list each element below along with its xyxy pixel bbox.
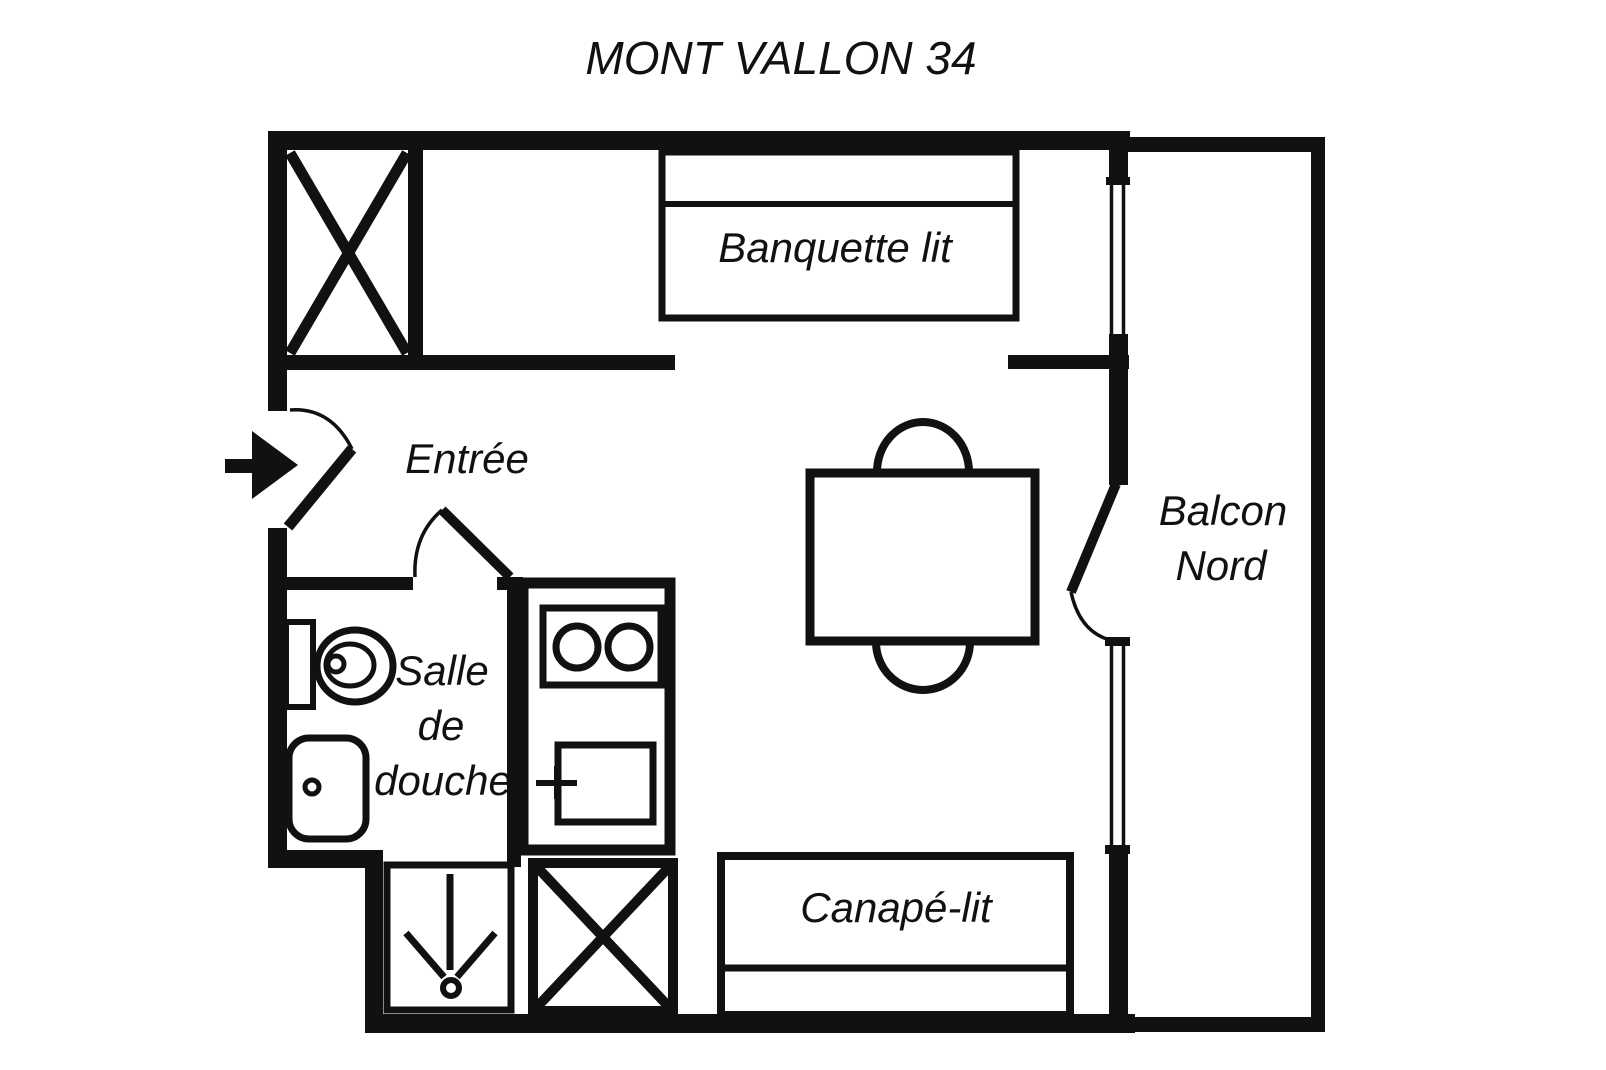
wall-balcony-bottom bbox=[1128, 1017, 1325, 1032]
dining-table-icon bbox=[805, 418, 1040, 694]
door-swing-arc bbox=[1069, 591, 1115, 643]
wall-closet-bottom bbox=[283, 355, 675, 370]
balcony-door-icon bbox=[1066, 482, 1121, 643]
door-leaf bbox=[283, 445, 357, 531]
room-label-balcon-line1: Balcon bbox=[1159, 487, 1287, 534]
table-top bbox=[805, 468, 1040, 646]
door-leaf bbox=[438, 506, 514, 581]
window-upper-icon bbox=[1106, 177, 1130, 336]
door-swing-arc bbox=[289, 408, 354, 450]
wardrobe-entry-icon bbox=[285, 150, 412, 356]
wall-right-stub-bottom bbox=[1109, 851, 1128, 1033]
window-cap bbox=[1105, 637, 1130, 646]
shower-drain bbox=[440, 977, 462, 999]
bathroom-door-icon bbox=[413, 506, 514, 581]
sink-drain bbox=[302, 777, 322, 797]
entrance-arrow-icon bbox=[225, 431, 298, 499]
door-swing-arc bbox=[413, 508, 444, 578]
wall-left-upper bbox=[268, 131, 287, 411]
sofa-bed: Canapé-lit bbox=[717, 852, 1074, 1019]
sofa-outline bbox=[717, 852, 1074, 1019]
shower-spray-line bbox=[403, 930, 447, 980]
plan-title: MONT VALLON 34 bbox=[585, 32, 976, 84]
wall-interior-stub-right bbox=[1008, 355, 1129, 369]
shower-icon bbox=[383, 861, 515, 1014]
toilet-tank bbox=[283, 619, 316, 710]
window-lower-icon bbox=[1105, 637, 1130, 854]
banquette-outline bbox=[658, 148, 1020, 322]
wall-top bbox=[268, 131, 1130, 150]
entrance-door-icon bbox=[283, 408, 357, 531]
sofa-label: Canapé-lit bbox=[800, 884, 994, 931]
room-label-balcon-line2: Nord bbox=[1175, 542, 1268, 589]
wall-closet-divider bbox=[408, 150, 423, 355]
sink-basin bbox=[285, 734, 370, 843]
wall-step-vertical bbox=[365, 850, 383, 1033]
banquette-label: Banquette lit bbox=[718, 224, 954, 271]
room-label-entree: Entrée bbox=[405, 435, 529, 482]
door-leaf bbox=[1066, 482, 1121, 594]
window-cap bbox=[1106, 177, 1130, 185]
burner-icon bbox=[552, 622, 602, 672]
wall-right-stub-mid bbox=[1109, 334, 1128, 485]
room-label-salle-line2: de bbox=[418, 702, 465, 749]
walls bbox=[268, 131, 1325, 1033]
wall-left-mid bbox=[268, 528, 287, 868]
bathroom-sink-icon bbox=[285, 734, 370, 843]
room-label-salle-line3: douche bbox=[374, 757, 512, 804]
window-cap bbox=[1105, 845, 1130, 854]
room-label-salle-line1: Salle bbox=[395, 647, 488, 694]
wardrobe-cross-line bbox=[533, 863, 673, 1011]
kitchenette bbox=[517, 577, 676, 856]
wall-step-horizontal bbox=[268, 850, 383, 868]
wall-balcony-top bbox=[1128, 137, 1325, 152]
shower-spray-line bbox=[454, 930, 498, 980]
toilet-icon bbox=[283, 619, 397, 710]
toilet-drain bbox=[325, 653, 347, 675]
wardrobe-cross-line bbox=[285, 150, 412, 356]
burner-icon bbox=[604, 622, 654, 672]
wall-bathroom-top-left bbox=[272, 577, 413, 590]
banquette-bed: Banquette lit bbox=[658, 148, 1020, 322]
wall-balcony-right bbox=[1311, 137, 1325, 1032]
wall-right-stub-top bbox=[1109, 149, 1128, 183]
wardrobe-kitchen-icon bbox=[528, 858, 678, 1016]
